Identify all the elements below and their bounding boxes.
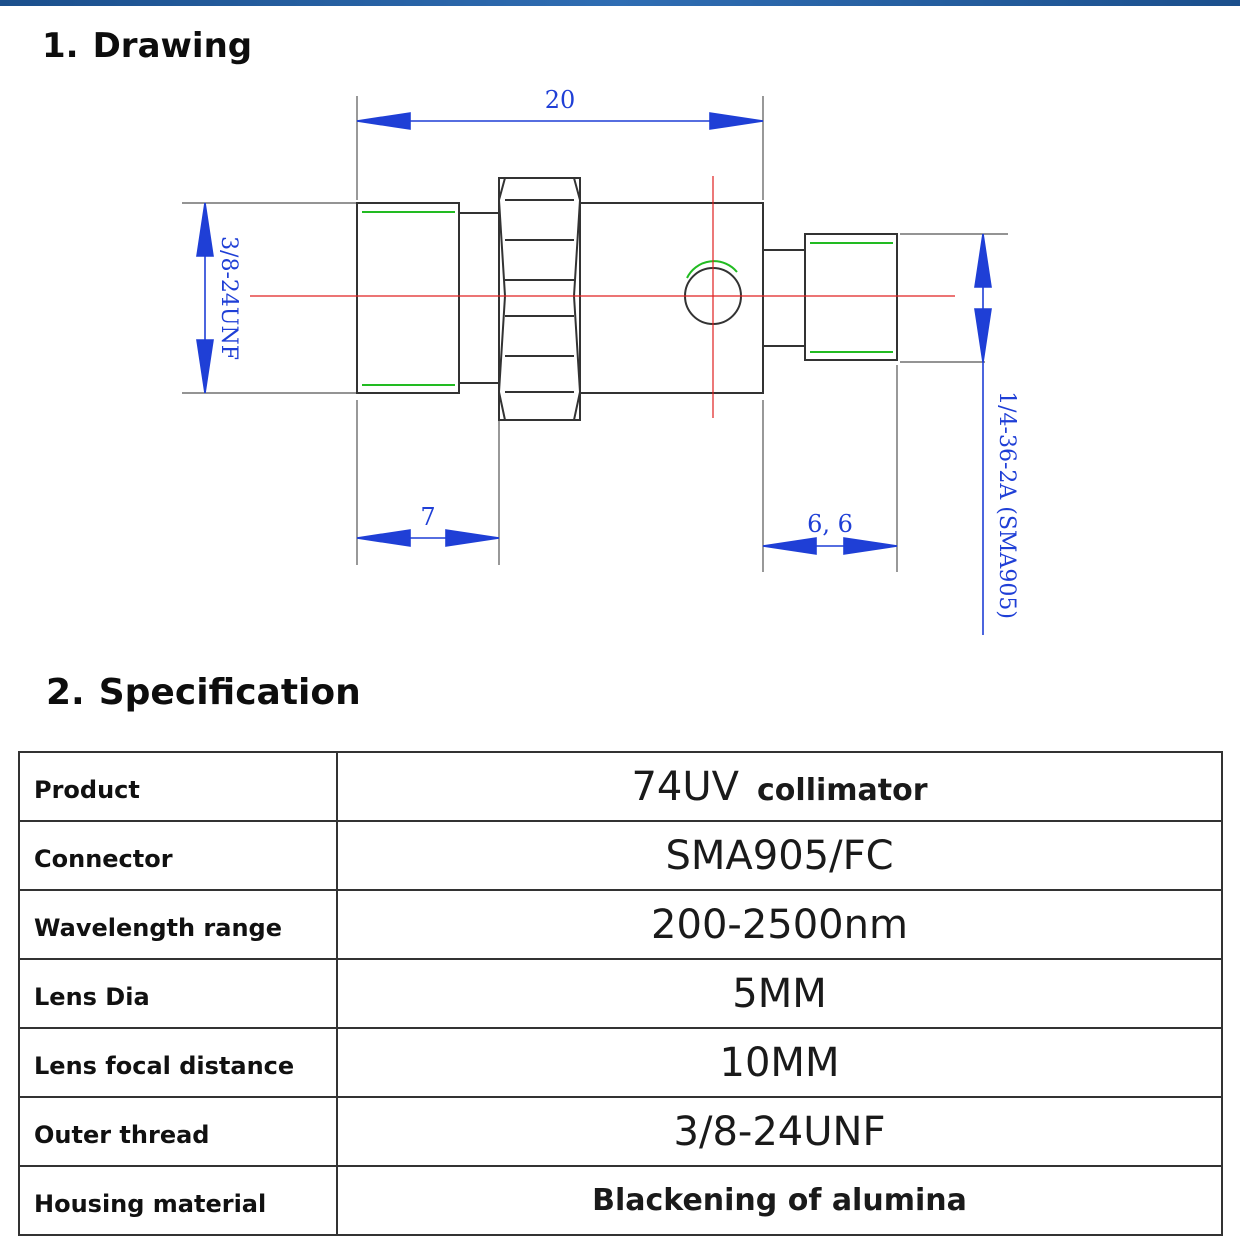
thread-right-label: 1/4-36-2A (SMA905) (994, 391, 1019, 619)
spec-label: Housing material (18, 1165, 338, 1236)
spec-value: Blackening of alumina (336, 1165, 1223, 1236)
spec-value: 200-2500nm (336, 889, 1223, 960)
section-number: 2. (46, 672, 85, 713)
table-row: Wavelength range 200-2500nm (18, 889, 1223, 960)
spec-label: Lens focal distance (18, 1027, 338, 1098)
section-number: 1. (42, 26, 79, 66)
thread-left-label: 3/8-24UNF (216, 236, 241, 360)
spec-label: Lens Dia (18, 958, 338, 1029)
spec-value: 3/8-24UNF (336, 1096, 1223, 1167)
spec-label: Connector (18, 820, 338, 891)
table-row: Connector SMA905/FC (18, 820, 1223, 891)
spec-value-model: 74UV (631, 763, 740, 810)
spec-value: 74UV collimator (336, 751, 1223, 822)
spec-value-type: collimator (757, 772, 928, 808)
spec-value: 10MM (336, 1027, 1223, 1098)
section-title-text: Drawing (92, 26, 253, 66)
section-title-drawing: 1. Drawing (42, 26, 252, 66)
section-title-specification: 2. Specification (46, 672, 361, 713)
table-row: Lens Dia 5MM (18, 958, 1223, 1029)
table-row: Product 74UV collimator (18, 751, 1223, 822)
top-accent-bar (0, 0, 1240, 6)
table-row: Housing material Blackening of alumina (18, 1165, 1223, 1236)
dimension-overall-length: 20 (545, 86, 576, 114)
technical-drawing: 20 7 6, 6 3/8-24UNF 1/4-36-2A (SMA905) (182, 86, 1019, 635)
spec-label: Wavelength range (18, 889, 338, 960)
table-row: Outer thread 3/8-24UNF (18, 1096, 1223, 1167)
spec-label: Product (18, 751, 338, 822)
spec-label: Outer thread (18, 1096, 338, 1167)
spec-value: SMA905/FC (336, 820, 1223, 891)
section-title-text: Specification (98, 672, 361, 713)
specification-table: Product 74UV collimator Connector SMA905/… (18, 751, 1223, 1236)
spec-value: 5MM (336, 958, 1223, 1029)
table-row: Lens focal distance 10MM (18, 1027, 1223, 1098)
dimension-left-thread-length: 7 (420, 503, 435, 531)
dimension-right-thread-length: 6, 6 (807, 510, 853, 538)
